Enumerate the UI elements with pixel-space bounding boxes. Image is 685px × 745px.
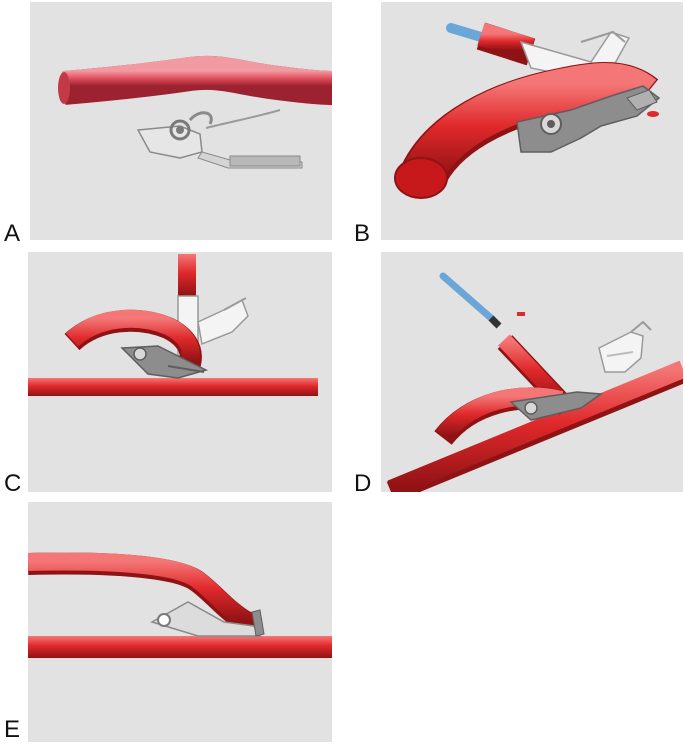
panel-c-illustration — [28, 254, 318, 396]
panel-a-illustration — [58, 55, 332, 169]
anastomosis-device — [150, 601, 265, 637]
catheter-blue — [439, 272, 525, 329]
panel-label-e: E — [4, 716, 21, 743]
panel-b-illustration — [394, 22, 661, 199]
vessel-lower — [394, 62, 659, 199]
bypass-graft — [28, 552, 257, 635]
smooth-vessel — [58, 55, 332, 105]
panel-a — [30, 2, 332, 240]
main-vessel — [28, 378, 318, 396]
panel-label-d: D — [354, 470, 372, 497]
main-vessel — [386, 360, 683, 492]
curved-graft — [64, 309, 202, 367]
anastomosis-device — [509, 391, 604, 421]
applicator — [598, 320, 652, 373]
panel-d-illustration — [386, 272, 683, 492]
panel-label-a: A — [4, 220, 21, 247]
panel-label-b: B — [354, 220, 371, 247]
main-vessel — [28, 636, 332, 658]
vertical-vessel — [178, 254, 196, 296]
panel-d — [381, 252, 683, 492]
panel-e-illustration — [28, 552, 332, 658]
panel-b — [381, 2, 683, 240]
anastomosis-device — [136, 109, 303, 169]
anastomosis-device — [120, 345, 209, 379]
anastomosis-device — [516, 85, 661, 153]
panel-e — [28, 502, 332, 742]
panel-c — [28, 252, 332, 492]
panel-label-c: C — [4, 470, 22, 497]
